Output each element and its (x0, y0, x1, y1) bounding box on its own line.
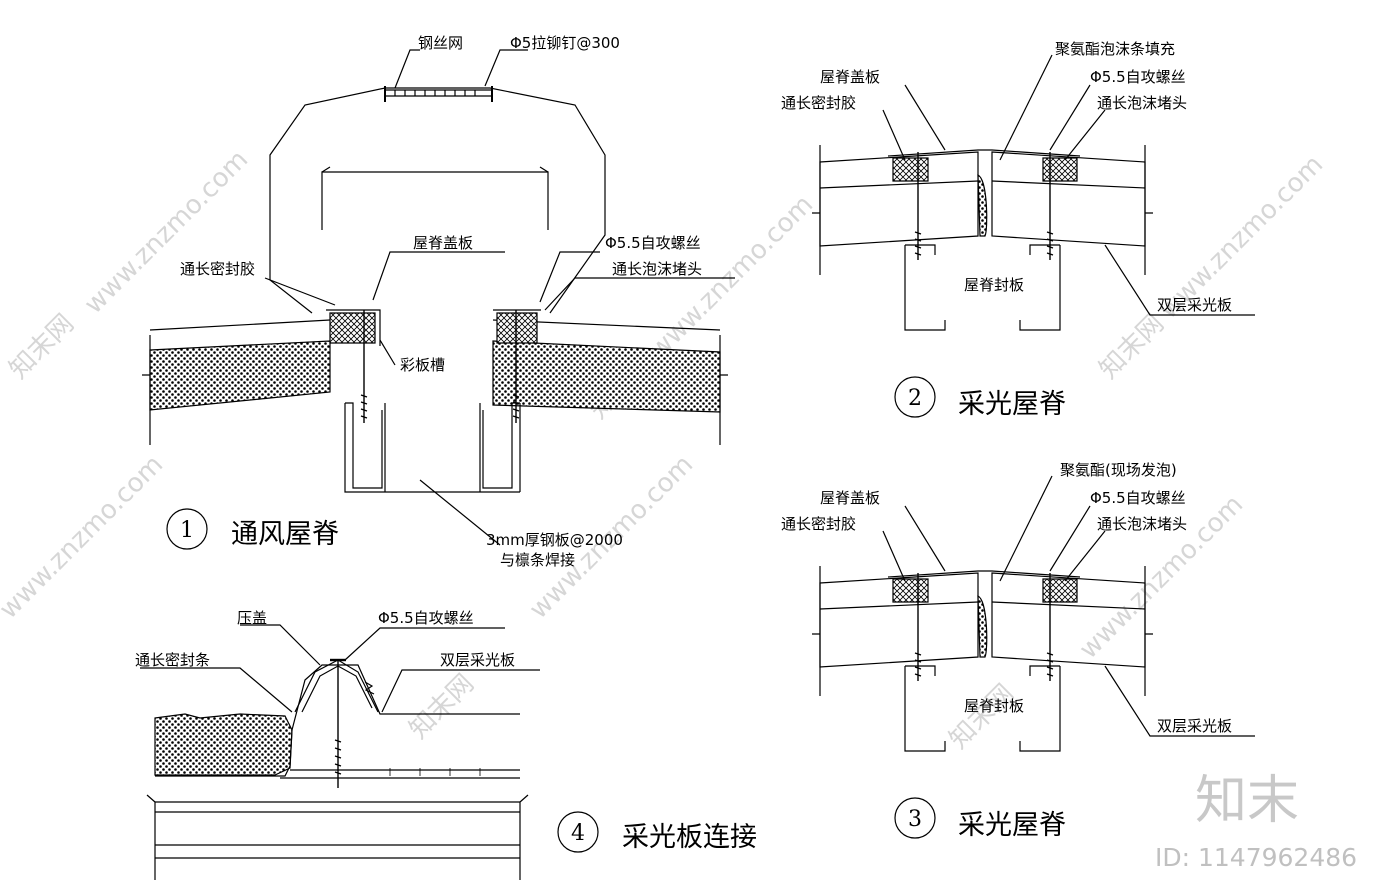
label-strip: 通长密封条 (135, 651, 210, 669)
detail-2-labels: 屋脊盖板 聚氨酯泡沫条填充 通长密封胶 Φ5.5自攻螺丝 通长泡沫堵头 屋脊封板… (781, 40, 1232, 420)
label-sealant: 通长密封胶 (781, 515, 856, 533)
label-panel: 双层采光板 (440, 651, 515, 669)
watermark-cn: 知末网 (944, 679, 1020, 755)
label-screw: Φ5.5自攻螺丝 (1090, 68, 1186, 86)
label-plate-1: 3mm厚钢板@2000 (486, 531, 623, 549)
detail-1-labels: 钢丝网 Φ5拉铆钉@300 屋脊盖板 通长密封胶 Φ5.5自攻螺丝 通长泡沫堵头… (166, 34, 702, 569)
brand-id: ID: 1147962486 (1155, 843, 1357, 872)
label-seal-plate: 屋脊封板 (964, 276, 1024, 294)
label-panel: 双层采光板 (1157, 717, 1232, 735)
watermark-cn: 知末网 (1094, 309, 1170, 385)
watermark-cn: 知末网 (4, 309, 80, 385)
label-panel: 双层采光板 (1157, 296, 1232, 314)
detail-1-title: 通风屋脊 (231, 519, 339, 550)
brand-logo: 知末 (1195, 771, 1299, 831)
label-trough: 彩板槽 (400, 356, 445, 374)
label-ridge-cover: 屋脊盖板 (413, 234, 473, 252)
detail-4-labels: 压盖 Φ5.5自攻螺丝 通长密封条 双层采光板 4 采光板连接 (135, 609, 757, 853)
detail-4-number-circle (557, 811, 599, 853)
detail-2-number-circle (894, 376, 936, 418)
label-foam: 通长泡沫堵头 (612, 260, 702, 278)
detail-1-number: 1 (180, 518, 194, 543)
detail-3-labels: 屋脊盖板 聚氨酯(现场发泡) 通长密封胶 Φ5.5自攻螺丝 通长泡沫堵头 屋脊封… (781, 461, 1232, 841)
label-cap: 压盖 (237, 609, 267, 627)
detail-3-number: 3 (908, 807, 922, 832)
label-infill: 聚氨酯(现场发泡) (1060, 461, 1177, 479)
label-mesh: 钢丝网 (418, 34, 463, 52)
detail-2-number: 2 (908, 386, 922, 411)
watermark-site: www.znzmo.com (79, 145, 254, 320)
detail-3-drawing (812, 475, 1255, 752)
label-foam: 通长泡沫堵头 (1097, 94, 1187, 112)
label-infill: 聚氨酯泡沫条填充 (1055, 40, 1175, 58)
label-screw: Φ5.5自攻螺丝 (378, 609, 474, 627)
detail-4-title: 采光板连接 (622, 822, 757, 853)
brand-mark: 知末 ID: 1147962486 (1155, 771, 1357, 872)
label-screw: Φ5.5自攻螺丝 (1090, 489, 1186, 507)
watermark-cn: 知末网 (404, 669, 480, 745)
label-rivet: Φ5拉铆钉@300 (510, 34, 620, 52)
label-ridge-cover: 屋脊盖板 (820, 489, 880, 507)
detail-3-number-circle (894, 797, 936, 839)
label-sealant: 通长密封胶 (781, 94, 856, 112)
detail-3-title: 采光屋脊 (958, 810, 1066, 841)
label-seal-plate: 屋脊封板 (964, 697, 1024, 715)
detail-4-number: 4 (571, 821, 585, 846)
detail-1-number-circle (166, 508, 208, 550)
detail-2-title: 采光屋脊 (958, 389, 1066, 420)
detail-1-drawing (142, 49, 735, 546)
label-sealant: 通长密封胶 (180, 260, 255, 278)
label-plate-2: 与檩条焊接 (500, 551, 575, 569)
label-foam: 通长泡沫堵头 (1097, 515, 1187, 533)
detail-2-drawing (812, 54, 1255, 331)
label-ridge-cover: 屋脊盖板 (820, 68, 880, 86)
detail-4-drawing (140, 624, 540, 880)
label-screw: Φ5.5自攻螺丝 (605, 234, 701, 252)
watermark-site: www.znzmo.com (0, 450, 169, 625)
